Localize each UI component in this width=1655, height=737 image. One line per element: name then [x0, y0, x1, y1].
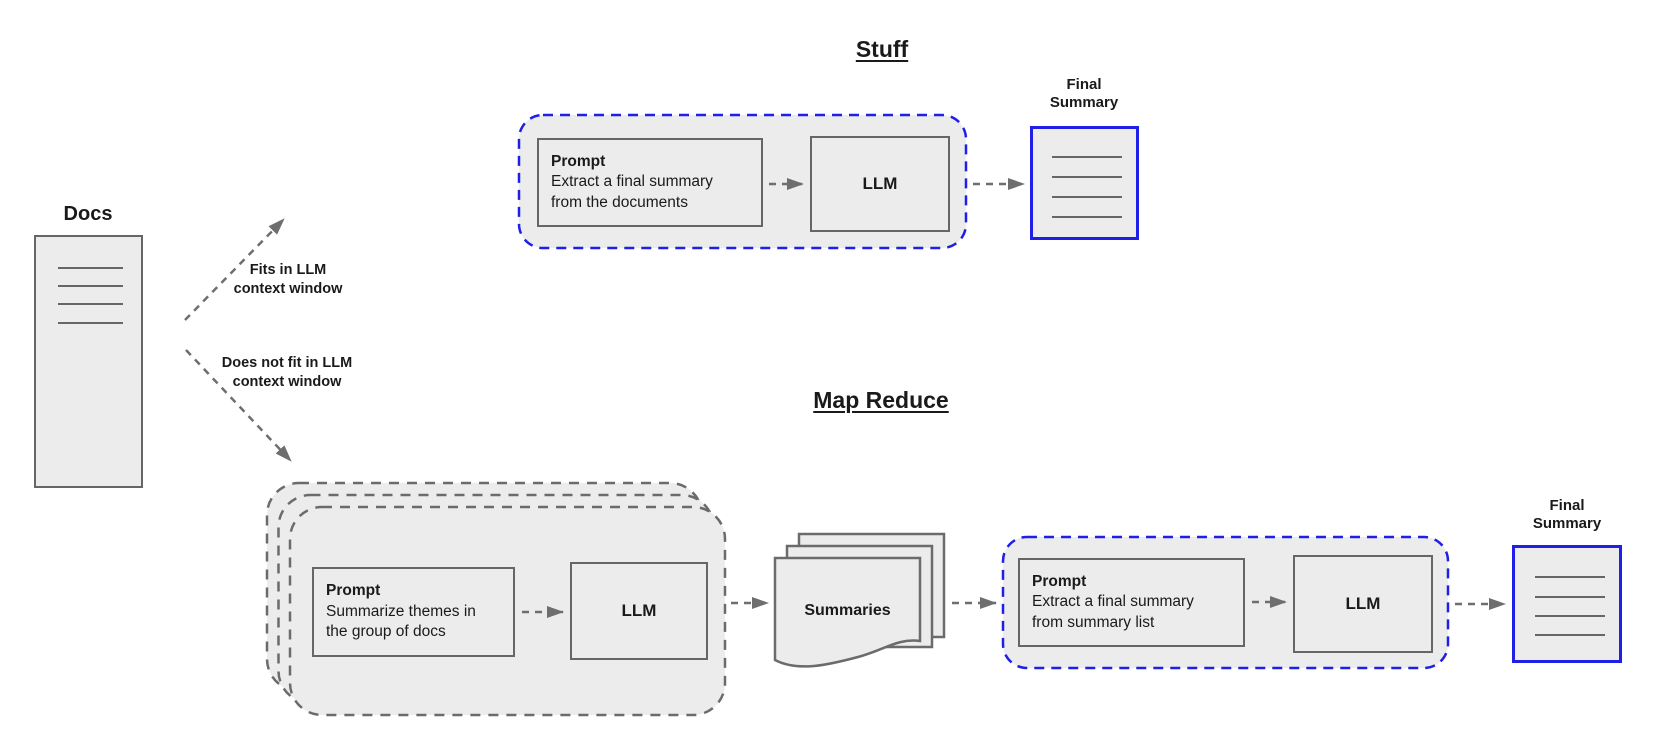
doc-text-line: [58, 267, 123, 269]
stuff-final-summary-document-icon: [1030, 126, 1139, 240]
doc-text-line: [58, 303, 123, 305]
reduce-final-summary-label: Final Summary: [1507, 497, 1627, 533]
stuff-prompt-box: Prompt Extract a final summary from the …: [537, 138, 763, 227]
doc-text-line: [1052, 156, 1122, 158]
doc-text-line: [1052, 216, 1122, 218]
stuff-llm-box: LLM: [810, 136, 950, 232]
doc-text-line: [1535, 634, 1605, 636]
doc-text-line: [1535, 576, 1605, 578]
reduce-prompt-line1: Extract a final summary: [1032, 593, 1194, 611]
reduce-final-summary-label-line1: Final: [1549, 497, 1585, 514]
doc-text-line: [1535, 615, 1605, 617]
not-fit-branch-label-line1: Does not fit in LLM: [221, 355, 353, 371]
stuff-prompt-line2: from the documents: [551, 193, 688, 211]
map-llm-box: LLM: [570, 562, 708, 660]
fits-branch-arrow: [184, 218, 285, 321]
fits-branch-label-line1: Fits in LLM: [249, 262, 327, 278]
doc-text-line: [58, 285, 123, 287]
not-fit-branch-label: Does not fit in LLM context window: [194, 354, 380, 392]
doc-text-line: [1535, 596, 1605, 598]
not-fit-branch-label-line2: context window: [232, 374, 342, 390]
stuff-prompt-line1: Extract a final summary: [551, 173, 713, 191]
reduce-llm-box: LLM: [1293, 555, 1433, 653]
doc-text-line: [58, 322, 123, 324]
reduce-prompt-box: Prompt Extract a final summary from summ…: [1018, 558, 1245, 647]
reduce-prompt-title: Prompt: [1032, 572, 1087, 590]
docs-document-icon: [34, 235, 143, 488]
doc-text-line: [1052, 176, 1122, 178]
reduce-final-summary-label-line2: Summary: [1532, 515, 1602, 532]
reduce-prompt-line2: from summary list: [1032, 613, 1155, 631]
summaries-label: Summaries: [804, 602, 891, 619]
docs-label: Docs: [63, 203, 113, 225]
stuff-section-title: Stuff: [855, 36, 909, 62]
stuff-final-summary-label: Final Summary: [1024, 76, 1144, 112]
reduce-final-summary-document-icon: [1512, 545, 1622, 663]
map-prompt-title: Prompt: [326, 582, 381, 600]
map-reduce-section-title: Map Reduce: [813, 387, 949, 413]
stuff-prompt-title: Prompt: [551, 152, 606, 170]
map-prompt-line2: the group of docs: [326, 623, 446, 641]
summaries-page-front: [773, 556, 922, 668]
fits-branch-label-line2: context window: [233, 281, 343, 297]
stuff-final-summary-label-line1: Final: [1066, 76, 1102, 93]
doc-text-line: [1052, 196, 1122, 198]
map-prompt-box: Prompt Summarize themes in the group of …: [312, 567, 515, 657]
stuff-final-summary-label-line2: Summary: [1049, 94, 1119, 111]
fits-branch-label: Fits in LLM context window: [203, 261, 373, 299]
map-prompt-line1: Summarize themes in: [326, 602, 476, 620]
